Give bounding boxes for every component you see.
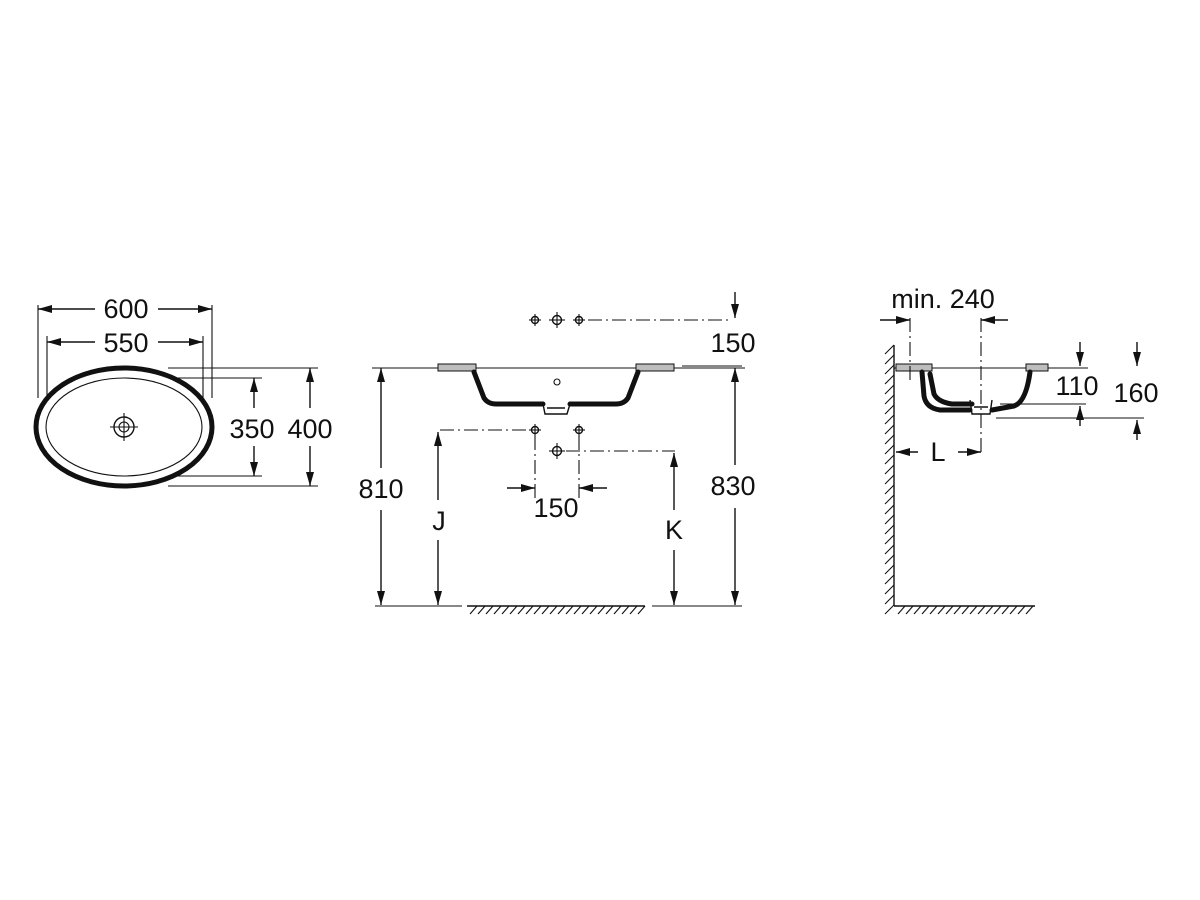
dimension-j-label: J [432,506,446,536]
depth-inner-label: 110 [1055,371,1098,401]
tap-holes-top [529,312,728,328]
side-waste-pipe [927,371,975,407]
basin-side-profile [919,369,1033,413]
overflow-hole [553,378,561,386]
top-inner-depth-label: 350 [229,414,274,444]
top-outer-depth-label: 400 [287,414,332,444]
side-floor-hatching [897,605,1034,615]
basin-inner-outline [45,377,203,477]
side-view: min. 240 L 110 160 [880,284,1159,615]
height-right-label: 830 [710,471,755,501]
drain-outlet [542,403,571,415]
depth-outer-label: 160 [1113,378,1158,408]
dimension-l-label: L [930,437,945,467]
drain-symbol [110,413,138,441]
side-tap-plate-left [895,363,933,372]
min-distance-label: min. 240 [891,284,995,314]
side-tap-plate-right [1025,363,1049,372]
top-view: 600 550 350 400 [33,294,333,489]
basin-outer-outline [33,365,215,489]
basin-front-profile [471,369,641,407]
wall-hatching [884,344,895,615]
top-inner-width-label: 550 [103,328,148,358]
top-outer-width-label: 600 [103,294,148,324]
tap-plate-left [437,363,477,372]
tap-plate-right [635,363,675,372]
dimension-k-label: K [665,515,683,545]
front-view: 150 150 810 J K 830 [358,292,756,615]
waste-holes [440,424,675,500]
floor-hatching [469,605,646,615]
tap-spacing-label: 150 [533,493,578,523]
height-left-label: 810 [358,474,403,504]
tap-offset-label: 150 [710,328,755,358]
